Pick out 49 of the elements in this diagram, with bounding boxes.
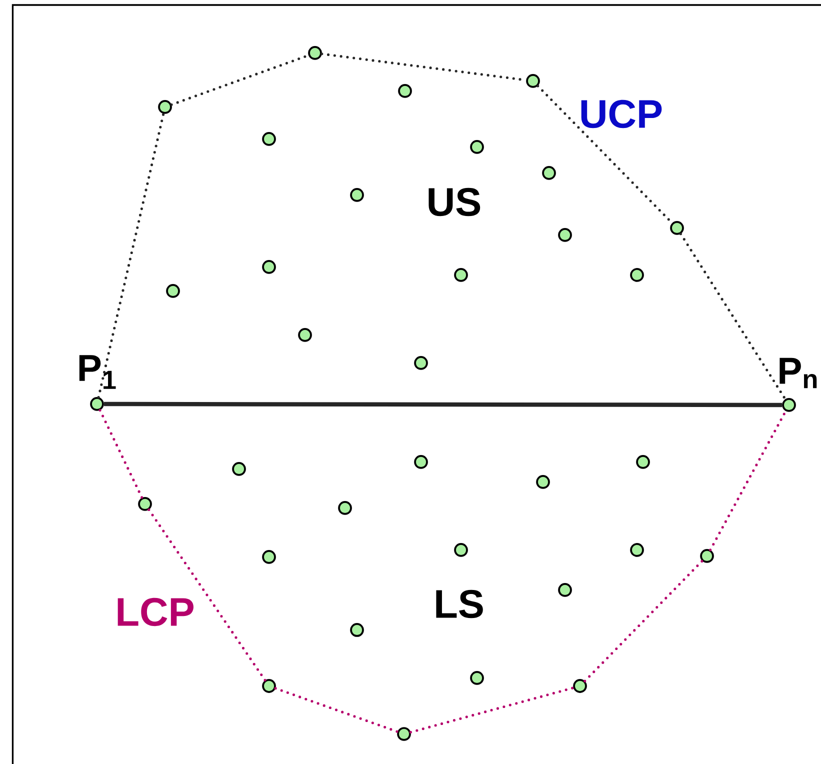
point [542, 166, 556, 180]
point [558, 583, 572, 597]
point [470, 140, 484, 154]
point [636, 455, 650, 469]
point [232, 462, 246, 476]
point [158, 100, 172, 114]
region-label: US [428, 188, 480, 216]
point [573, 679, 587, 693]
point [350, 188, 364, 202]
point [782, 398, 796, 412]
hull-edge [584, 560, 704, 682]
point [262, 679, 276, 693]
point [700, 549, 714, 563]
point [414, 356, 428, 370]
point [397, 727, 411, 741]
point [414, 455, 428, 469]
hull-edge [409, 686, 575, 734]
region-label: LS [436, 590, 483, 618]
point [630, 268, 644, 282]
hull-edge [709, 410, 787, 552]
region-label: LCP [118, 598, 194, 626]
point [558, 228, 572, 242]
hull-edge [98, 408, 144, 500]
hull-edge [274, 687, 399, 733]
baseline [104, 402, 782, 408]
region-label: UCP [581, 100, 662, 128]
point [398, 84, 412, 98]
point [262, 550, 276, 564]
hull-edge [679, 232, 787, 400]
point [298, 328, 312, 342]
point-label: P$_{1}$ [79, 355, 116, 389]
point [670, 221, 684, 235]
point [308, 46, 322, 60]
point [338, 501, 352, 515]
point [166, 284, 180, 298]
point [454, 543, 468, 557]
point [350, 623, 364, 637]
point [526, 74, 540, 88]
point [470, 671, 484, 685]
point [630, 543, 644, 557]
point [138, 497, 152, 511]
point [454, 268, 468, 282]
point [90, 397, 104, 411]
point [262, 260, 276, 274]
point [536, 475, 550, 489]
hull-edge [97, 112, 165, 399]
point [262, 132, 276, 146]
hull-edge [148, 508, 266, 682]
point-label: P$_{n}$ [780, 358, 817, 388]
